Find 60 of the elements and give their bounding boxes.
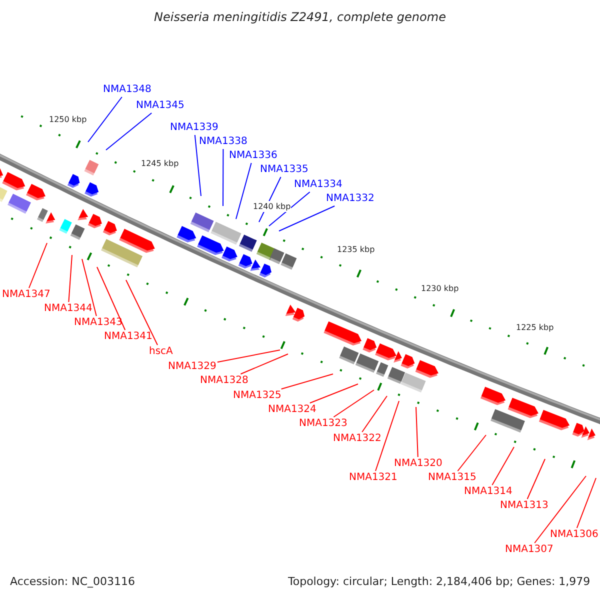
leader-line bbox=[82, 258, 97, 316]
leader-line bbox=[236, 162, 252, 220]
gene-label: NMA1332 bbox=[326, 193, 374, 205]
gene-label: NMA1339 bbox=[170, 122, 218, 134]
gene-label: NMA1307 bbox=[505, 544, 554, 556]
leader-line bbox=[526, 458, 546, 500]
gene-label: NMA1324 bbox=[268, 404, 316, 416]
leader-line bbox=[534, 476, 586, 544]
gene-label: NMA1334 bbox=[294, 179, 342, 191]
gene-label: NMA1335 bbox=[260, 164, 308, 176]
leader-line bbox=[240, 354, 288, 374]
scale-label: 1225 kbp bbox=[516, 322, 554, 332]
scale-label: 1245 kbp bbox=[141, 158, 179, 168]
leader-line bbox=[375, 400, 400, 472]
gene-label: hscA bbox=[149, 346, 173, 358]
leader-line bbox=[416, 406, 418, 458]
leader-line bbox=[222, 148, 224, 206]
gene-label: NMA1323 bbox=[299, 418, 348, 430]
gene-label: NMA1344 bbox=[44, 303, 92, 315]
gene-label: NMA1345 bbox=[136, 100, 184, 112]
gene-label: NMA1313 bbox=[500, 500, 548, 512]
scale-label: 1250 kbp bbox=[49, 114, 87, 124]
map-title: Neisseria meningitidis Z2491, complete genome bbox=[153, 10, 447, 24]
gene-label: NMA1348 bbox=[103, 84, 152, 96]
gene-label: NMA1321 bbox=[349, 472, 398, 484]
leader-line bbox=[126, 280, 158, 346]
leader-line bbox=[278, 206, 336, 232]
gene-label: NMA1322 bbox=[333, 433, 382, 445]
leader-line bbox=[268, 192, 310, 226]
scale-label: 1240 kbp bbox=[253, 200, 291, 212]
scale-label: 1235 kbp bbox=[337, 244, 375, 254]
genome-summary-text: Topology: circular; Length: 2,184,406 bp; Genes: 1,979 bbox=[288, 575, 590, 589]
leader-line bbox=[68, 254, 72, 302]
leader-line bbox=[333, 390, 374, 418]
leader-line bbox=[309, 384, 358, 404]
leader-line bbox=[194, 134, 202, 196]
leader-line bbox=[362, 396, 388, 432]
leader-line bbox=[280, 374, 334, 390]
gene-label: NMA1336 bbox=[229, 150, 278, 162]
leader-line bbox=[88, 96, 122, 142]
gene-label: NMA1306 bbox=[550, 529, 598, 541]
gene-label: NMA1325 bbox=[233, 390, 282, 402]
leader-line bbox=[576, 478, 596, 528]
gene-label: NMA1320 bbox=[394, 458, 442, 470]
leader-line bbox=[216, 350, 280, 363]
gene-label: NMA1328 bbox=[200, 375, 248, 387]
gene-label: NMA1347 bbox=[2, 289, 50, 301]
gene-label: NMA1343 bbox=[74, 317, 122, 329]
scale-label: 1230 kbp bbox=[421, 282, 459, 294]
accession-text: Accession: NC_003116 bbox=[10, 575, 136, 589]
leader-line bbox=[106, 112, 152, 150]
leader-line bbox=[457, 434, 486, 472]
gene-label: NMA1341 bbox=[104, 331, 152, 343]
gene-label: NMA1315 bbox=[428, 472, 476, 484]
gene-label: NMA1329 bbox=[168, 361, 216, 373]
leader-line bbox=[28, 242, 48, 288]
leader-line bbox=[96, 266, 126, 330]
leader-line bbox=[492, 446, 514, 486]
gene-label: NMA1314 bbox=[464, 486, 512, 498]
gene-label: NMA1338 bbox=[199, 136, 248, 148]
